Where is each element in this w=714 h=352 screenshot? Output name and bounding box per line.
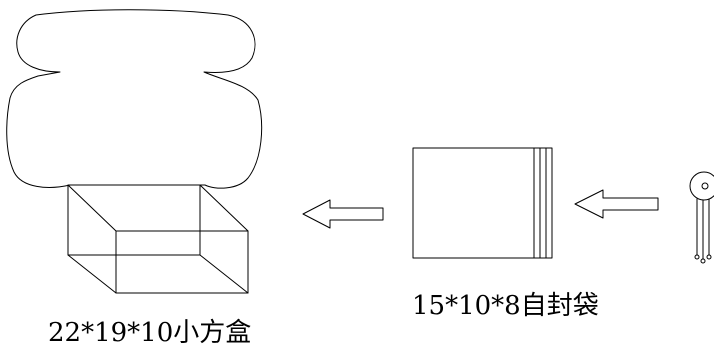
component-head-icon	[689, 171, 714, 201]
box-edge-top-right	[199, 184, 249, 232]
arrow-left-icon-1	[302, 199, 384, 229]
bag-outline	[412, 147, 553, 259]
box-edge-bottom-left	[67, 254, 117, 294]
component-pin-tip-1	[694, 254, 700, 260]
box-edge-bottom-right	[199, 254, 249, 294]
component-pin-tip-3	[706, 254, 712, 260]
bag-size-label: 15*10*8自封袋	[412, 291, 599, 321]
arrow-left-icon-2	[574, 189, 659, 219]
box-size-label: 22*19*10小方盒	[48, 318, 252, 348]
component-pin-tip-2	[700, 258, 706, 264]
box-edge-top-left	[67, 184, 117, 232]
box-back-face	[115, 230, 249, 294]
box-lid-outline	[6, 9, 263, 189]
box-front-face	[67, 184, 201, 256]
component-hole-icon	[701, 182, 709, 190]
